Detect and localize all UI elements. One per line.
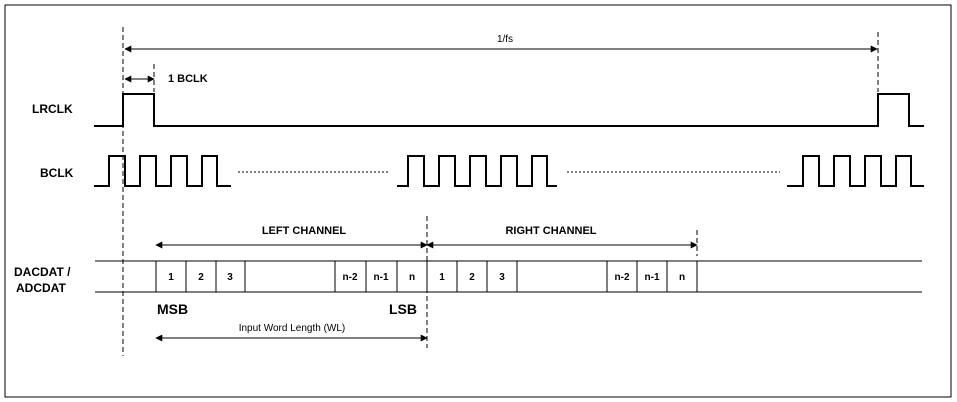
one-bclk-label: 1 BCLK [168,73,208,85]
bclk-waveform-group-2 [397,155,557,187]
bit-label: n [679,272,685,283]
bit-label: n-2 [343,272,358,283]
diagram-border [4,4,952,398]
bclk-waveform-group-1 [94,155,231,187]
bit-label: n [409,272,415,283]
bit-label: n-1 [374,272,389,283]
bit-label: n-1 [645,272,660,283]
right-channel-label: RIGHT CHANNEL [505,225,596,237]
bit-cell-gap [516,260,608,293]
frame-period-label: 1/fs [497,34,513,45]
dacdat-label: DACDAT / [14,265,71,279]
left-channel-bits: 1 2 3 n-2 n-1 n [155,260,428,293]
right-channel-bits: 1 2 3 n-2 n-1 n [426,260,698,293]
bit-label: n-2 [615,272,630,283]
bit-cell-gap [244,260,336,293]
left-channel-label: LEFT CHANNEL [262,225,347,237]
bit-label: 2 [469,272,475,283]
lrclk-label: LRCLK [32,102,73,116]
bit-label: 1 [439,272,445,283]
word-length-label: Input Word Length (WL) [239,323,346,334]
bclk-label: BCLK [40,166,74,180]
bit-label: 1 [168,272,174,283]
msb-label: MSB [157,301,188,317]
bit-label: 3 [499,272,505,283]
lrclk-waveform [94,93,924,127]
bit-label: 2 [198,272,204,283]
adcdat-label: ADCDAT [16,281,66,295]
lsb-label: LSB [389,301,417,317]
bit-label: 3 [227,272,233,283]
bit-cell [666,260,698,293]
bclk-waveform-group-3 [787,155,924,187]
